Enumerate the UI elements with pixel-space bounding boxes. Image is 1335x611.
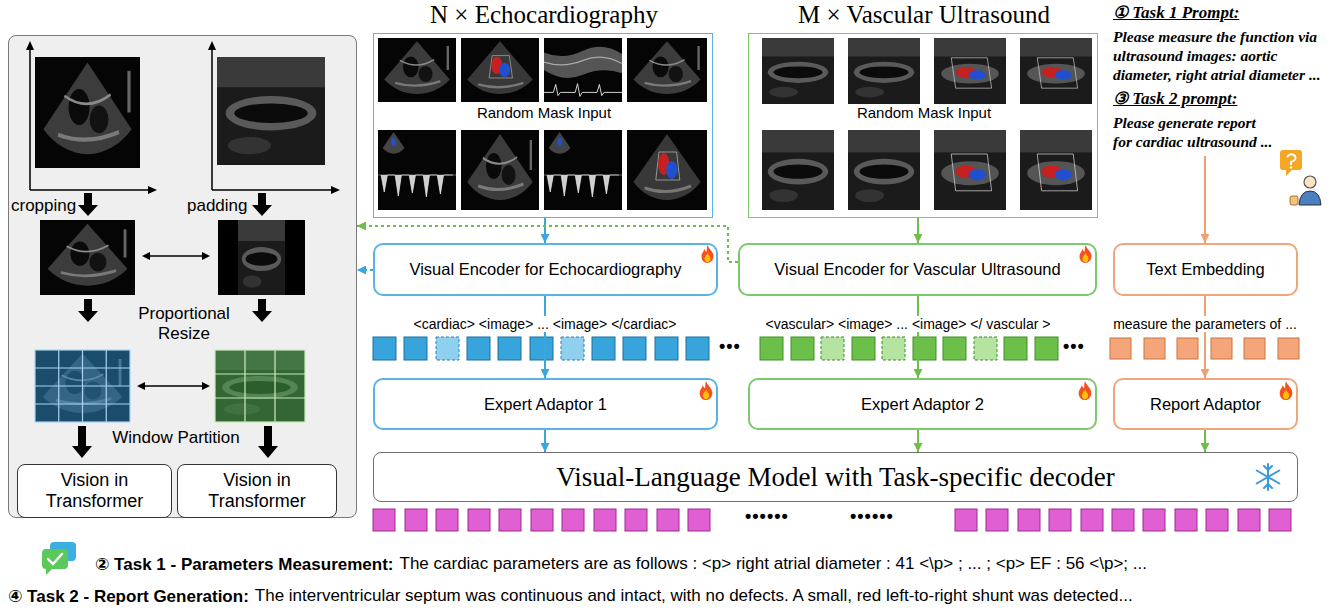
group-label: Window Partition bbox=[96, 428, 256, 448]
label-holder: ③ Task 2 prompt: bbox=[1113, 88, 1237, 109]
group-label: N × Echocardiography bbox=[374, 1, 714, 29]
connector bbox=[1204, 430, 1206, 452]
task-heading: ④ Task 2 - Report Generation: bbox=[8, 586, 249, 607]
label-holder: <vascular> <image> ... <image> </ vascul… bbox=[764, 315, 1053, 333]
ellipsis: •••••• bbox=[850, 506, 894, 527]
connector bbox=[544, 296, 546, 378]
task-heading: ② Task 1 - Parameters Measurement: bbox=[95, 554, 394, 575]
prompt-heading: ③ Task 2 prompt: bbox=[1113, 88, 1237, 109]
dotted-connector bbox=[357, 269, 373, 271]
label-holder: ② Task 1 - Parameters Measurement: bbox=[95, 554, 394, 575]
box-label: Expert Adaptor 2 bbox=[861, 395, 984, 414]
ellipsis: •••••• bbox=[745, 506, 789, 527]
box-label: Vision in Transformer bbox=[178, 470, 336, 512]
box-label: Expert Adaptor 1 bbox=[484, 395, 607, 414]
connector bbox=[544, 218, 546, 243]
label-holder: Please generate report for cardiac ultra… bbox=[1113, 113, 1273, 151]
group-label: M × Vascular Ultrasound bbox=[749, 1, 1099, 29]
model-box: Visual-Language Model with Task-specific… bbox=[373, 452, 1298, 502]
label-holder: N × Echocardiography bbox=[374, 1, 714, 29]
task-output: The cardiac parameters are as follows : … bbox=[400, 554, 1147, 574]
group-label: padding bbox=[187, 196, 248, 216]
encoder-box: Visual Encoder for Vascular Ultrasound bbox=[738, 243, 1097, 296]
prompt-arrow bbox=[1204, 156, 1206, 243]
token-sequence: <vascular> <image> ... <image> </ vascul… bbox=[764, 316, 1053, 332]
box-label: Report Adaptor bbox=[1150, 395, 1261, 414]
ellipsis: ••• bbox=[1063, 336, 1085, 357]
label-holder: The interventricular septum was continuo… bbox=[255, 586, 1133, 606]
label-holder: Please measure the function via ultrasou… bbox=[1113, 27, 1328, 84]
box-label: Visual Encoder for Echocardiography bbox=[409, 260, 681, 279]
preprocess-panel: cropping paddingProportional ResizeWindow… bbox=[8, 35, 357, 518]
adaptor-box: Expert Adaptor 2 bbox=[748, 378, 1097, 430]
label-holder: padding bbox=[187, 196, 248, 216]
group-label: cropping bbox=[11, 196, 76, 216]
connector bbox=[917, 218, 919, 243]
label-holder: •••••• bbox=[745, 506, 789, 527]
label-holder: ••• bbox=[1063, 336, 1085, 357]
label-holder: Random Mask Input bbox=[749, 104, 1099, 121]
label-holder: ① Task 1 Prompt: bbox=[1113, 2, 1239, 23]
label-holder: ••• bbox=[719, 336, 741, 357]
connector bbox=[917, 296, 919, 378]
group-label: Random Mask Input bbox=[374, 104, 714, 121]
label-holder: M × Vascular Ultrasound bbox=[749, 1, 1099, 29]
label-holder: ④ Task 2 - Report Generation: bbox=[8, 586, 249, 607]
vascular-image-group: M × Vascular UltrasoundRandom Mask Input bbox=[748, 33, 1098, 218]
label-holder: •••••• bbox=[850, 506, 894, 527]
prompt-text: Please measure the function via ultrasou… bbox=[1113, 27, 1328, 84]
connector bbox=[917, 430, 919, 452]
connector bbox=[1204, 296, 1206, 378]
vit-box: Vision in Transformer bbox=[17, 464, 172, 518]
box-label: Text Embedding bbox=[1146, 260, 1264, 279]
label-holder: Window Partition bbox=[96, 428, 256, 448]
embedding-box: Text Embedding bbox=[1113, 243, 1298, 296]
label-holder: Random Mask Input bbox=[374, 104, 714, 121]
token-sequence: measure the parameters of ... bbox=[1111, 316, 1299, 332]
ellipsis: ••• bbox=[719, 336, 741, 357]
label-holder: <cardiac> <image> ... <image> </cardiac> bbox=[411, 315, 678, 333]
label-holder: cropping bbox=[11, 196, 76, 216]
group-label: Random Mask Input bbox=[749, 104, 1099, 121]
task-output: The interventricular septum was continuo… bbox=[255, 586, 1133, 606]
token-sequence: <cardiac> <image> ... <image> </cardiac> bbox=[411, 316, 678, 332]
encoder-box: Visual Encoder for Echocardiography bbox=[373, 243, 718, 296]
connector bbox=[544, 430, 546, 452]
group-label: Proportional Resize bbox=[127, 304, 241, 344]
adaptor-box: Expert Adaptor 1 bbox=[373, 378, 718, 430]
prompt-heading: ① Task 1 Prompt: bbox=[1113, 2, 1239, 23]
label-holder: measure the parameters of ... bbox=[1111, 315, 1299, 333]
box-label: Visual Encoder for Vascular Ultrasound bbox=[774, 260, 1060, 279]
adaptor-box: Report Adaptor bbox=[1113, 378, 1298, 430]
echo-image-group: N × EchocardiographyRandom Mask Input bbox=[373, 33, 713, 218]
prompt-text: Please generate report for cardiac ultra… bbox=[1113, 113, 1273, 151]
box-label: Visual-Language Model with Task-specific… bbox=[556, 462, 1114, 493]
box-label: Vision in Transformer bbox=[18, 470, 171, 512]
vit-box: Vision in Transformer bbox=[177, 464, 337, 518]
label-holder: The cardiac parameters are as follows : … bbox=[400, 554, 1147, 574]
label-holder: Proportional Resize bbox=[127, 304, 241, 344]
